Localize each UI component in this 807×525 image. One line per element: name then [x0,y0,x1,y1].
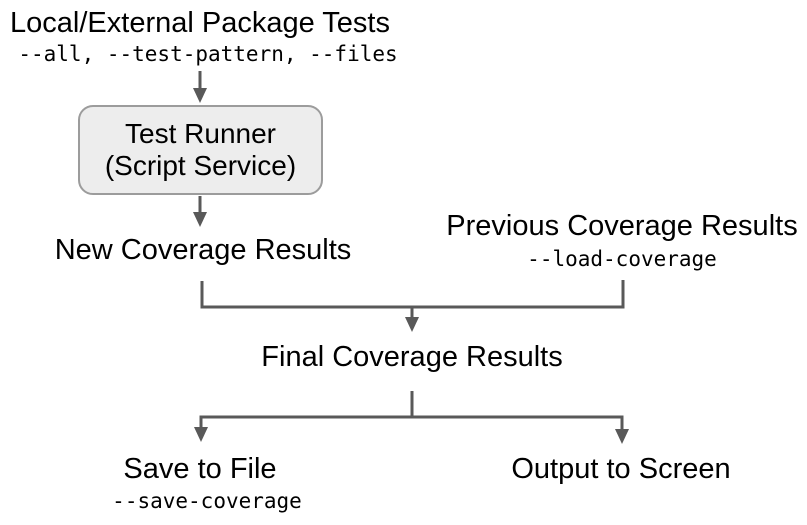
arrowhead-tests-to-runner [193,88,207,103]
previous-coverage-label: Previous Coverage Results [446,210,798,242]
arrowhead-save-to-file [194,427,208,442]
test-runner-line1: Test Runner [125,118,276,149]
previous-coverage-flag: --load-coverage [527,247,717,271]
save-to-file-label: Save to File [123,453,277,485]
split-bracket [199,415,624,430]
arrowhead-output-to-screen [615,429,629,444]
source-tests-title: Local/External Package Tests [10,7,390,39]
merge-bracket [200,280,625,309]
new-coverage-label: New Coverage Results [54,234,352,266]
output-to-screen-label: Output to Screen [511,453,731,485]
arrowhead-runner-to-new [193,212,207,227]
save-to-file-flag: --save-coverage [112,489,302,513]
arrowhead-merge-to-final [405,317,419,332]
final-coverage-label: Final Coverage Results [261,341,563,373]
test-runner-box: Test Runner (Script Service) [78,105,323,195]
source-tests-flags: --all, --test-pattern, --files [18,42,398,66]
test-runner-line2: (Script Service) [104,150,297,181]
